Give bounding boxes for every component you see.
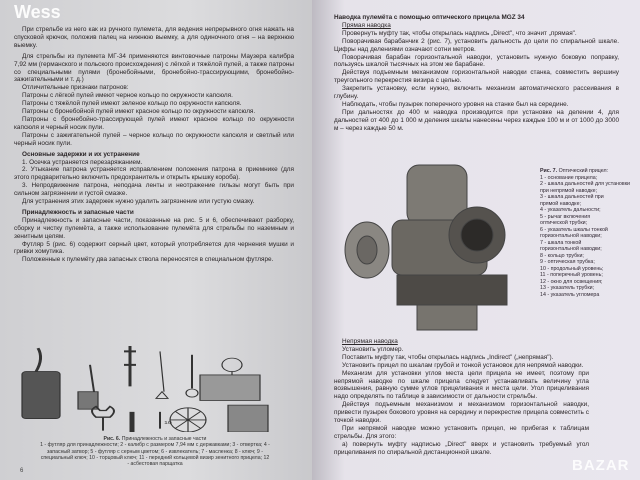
paragraph: При дальностях до 400 м наводка производ…	[334, 108, 619, 132]
paragraph: Патроны с тяжёлой пулей имеют зеленое ко…	[22, 100, 242, 108]
paragraph: 2. Утыкание патрона устраняется исправле…	[14, 166, 294, 182]
legend-item: 5 - рычаг включения	[540, 213, 591, 220]
paragraph: Патроны с лёгкой пулей имеют черное коль…	[22, 92, 233, 100]
paragraph: При стрельбе из него как из ручного пуле…	[14, 26, 294, 49]
paragraph: Механизм для установки углов места цели …	[334, 369, 589, 401]
paragraph: Установить прицел по шкалам грубой и тон…	[342, 361, 584, 369]
page-title: Наводка пулемёта с помощью оптического п…	[334, 14, 525, 21]
paragraph: а) повернуть муфту надписью „Direct" вве…	[334, 440, 589, 456]
section-heading: Принадлежность и запасные части	[22, 208, 134, 216]
figure-caption: Рис. 6. Принадлежность и запасные части …	[40, 436, 270, 467]
right-page: Наводка пулемёта с помощью оптического п…	[312, 0, 640, 480]
legend-item: оптической трубки;	[540, 220, 588, 226]
direct-aiming-block: Наводка пулемёта с помощью оптического п…	[334, 14, 619, 133]
paragraph: Поворачивая барабанчик 2 (рис. 7), устан…	[334, 37, 619, 53]
legend-item: 7 - шкала тонкой	[540, 239, 582, 246]
optical-sight-illustration	[344, 164, 508, 331]
paragraph: Патроны с бронебойно-трассирующей пулей …	[14, 115, 294, 131]
paragraph: Закрепить установку, если нужно, включит…	[334, 85, 619, 101]
legend-item: 8 - кольцо трубки;	[540, 252, 584, 259]
left-text-block: При стрельбе из него как из ручного пуле…	[14, 26, 294, 264]
figure-callout: 10	[164, 421, 173, 426]
accessories-illustration: 10	[21, 346, 269, 432]
paragraph: Действуя подъемным механизмом горизонтал…	[334, 69, 619, 85]
legend-item: прямой наводке;	[540, 200, 581, 207]
legend-item: горизонтальной наводки;	[540, 233, 602, 239]
page-number: 6	[20, 468, 24, 474]
legend-item: при непрямой наводке;	[540, 187, 598, 194]
legend-item: 1 - основание прицела;	[540, 174, 598, 181]
paragraph: Провернуть муфту так, чтобы открылась на…	[342, 29, 577, 37]
legend-item: 11 - поперечный уровень;	[540, 272, 603, 278]
paragraph: Патроны с зажигательной пулей – черное к…	[14, 131, 294, 147]
left-page: При стрельбе из него как из ручного пуле…	[0, 0, 312, 480]
bazar-logo: BAZAR	[572, 457, 630, 474]
paragraph: Для стрельбы из пулемета МГ-34 применяют…	[14, 52, 294, 84]
section-heading: Непрямая наводка	[342, 338, 398, 345]
legend-item: 12 - окно для освещения;	[540, 278, 603, 285]
legend-item: 4 - указатель дальности;	[540, 207, 601, 213]
paragraph: При непрямой наводке можно установить пр…	[334, 424, 589, 440]
paragraph: Поставить муфту так, чтобы открылась над…	[342, 353, 554, 361]
legend-item: 6 - указатель шкалы тонкой	[540, 226, 608, 233]
legend-item: 2 - шкала дальностей для установки	[540, 181, 630, 187]
paragraph: Футляр 5 (рис. 6) содержит серный цвет, …	[14, 240, 294, 256]
section-heading: Прямая наводка	[342, 21, 391, 29]
watermark-logo: Wess	[14, 2, 61, 22]
paragraph: 1. Осечка устраняется перезаряжанием.	[22, 158, 143, 166]
legend-item: 13 - указатель трубки;	[540, 285, 595, 291]
figure-caption: Оптический прицел:	[558, 168, 609, 174]
paragraph: Положенные к пулемёту два запасных ствол…	[22, 256, 274, 264]
paragraph: Патроны с бронебойной пулей имеют красно…	[22, 108, 256, 116]
figure-legend: Рис. 7. Оптический прицел: 1 - основание…	[540, 168, 638, 298]
figure-title: Рис. 7.	[540, 168, 558, 174]
legend-item: 3 - шкала дальностей при	[540, 194, 604, 200]
paragraph: Принадлежность и запасные части, показан…	[14, 216, 294, 240]
legend-item: горизонтальной наводки;	[540, 246, 602, 252]
legend-item: 10 - продольный уровень;	[540, 265, 604, 272]
paragraph: Наблюдать, чтобы пузырек поперечного уро…	[342, 100, 569, 108]
caption-legend: 1 - футляр для принадлежности; 2 - калиб…	[40, 442, 270, 468]
paragraph: 3. Непродвижение патрона, неподача ленты…	[14, 182, 294, 198]
legend-item: 9 - оптическая трубка;	[540, 259, 595, 265]
caption-text: Принадлежность и запасные части	[121, 436, 207, 442]
paragraph: Действуя подъемным механизмом и механизм…	[334, 401, 589, 425]
indirect-aiming-block: Непрямая наводка Установить угломер. Пос…	[334, 338, 589, 457]
paragraph: Установить угломер.	[342, 345, 404, 353]
paragraph: Отличительные признаки патронов:	[22, 84, 129, 92]
paragraph: Поворачивая барабан горизонтальной навод…	[334, 53, 619, 69]
caption-title: Рис. 6.	[103, 436, 121, 442]
paragraph: Для устранения этих задержек нужно удали…	[22, 198, 255, 206]
section-heading: Основные задержки и их устранение	[22, 150, 140, 158]
legend-item: 14 - указатель угломера	[540, 291, 600, 298]
